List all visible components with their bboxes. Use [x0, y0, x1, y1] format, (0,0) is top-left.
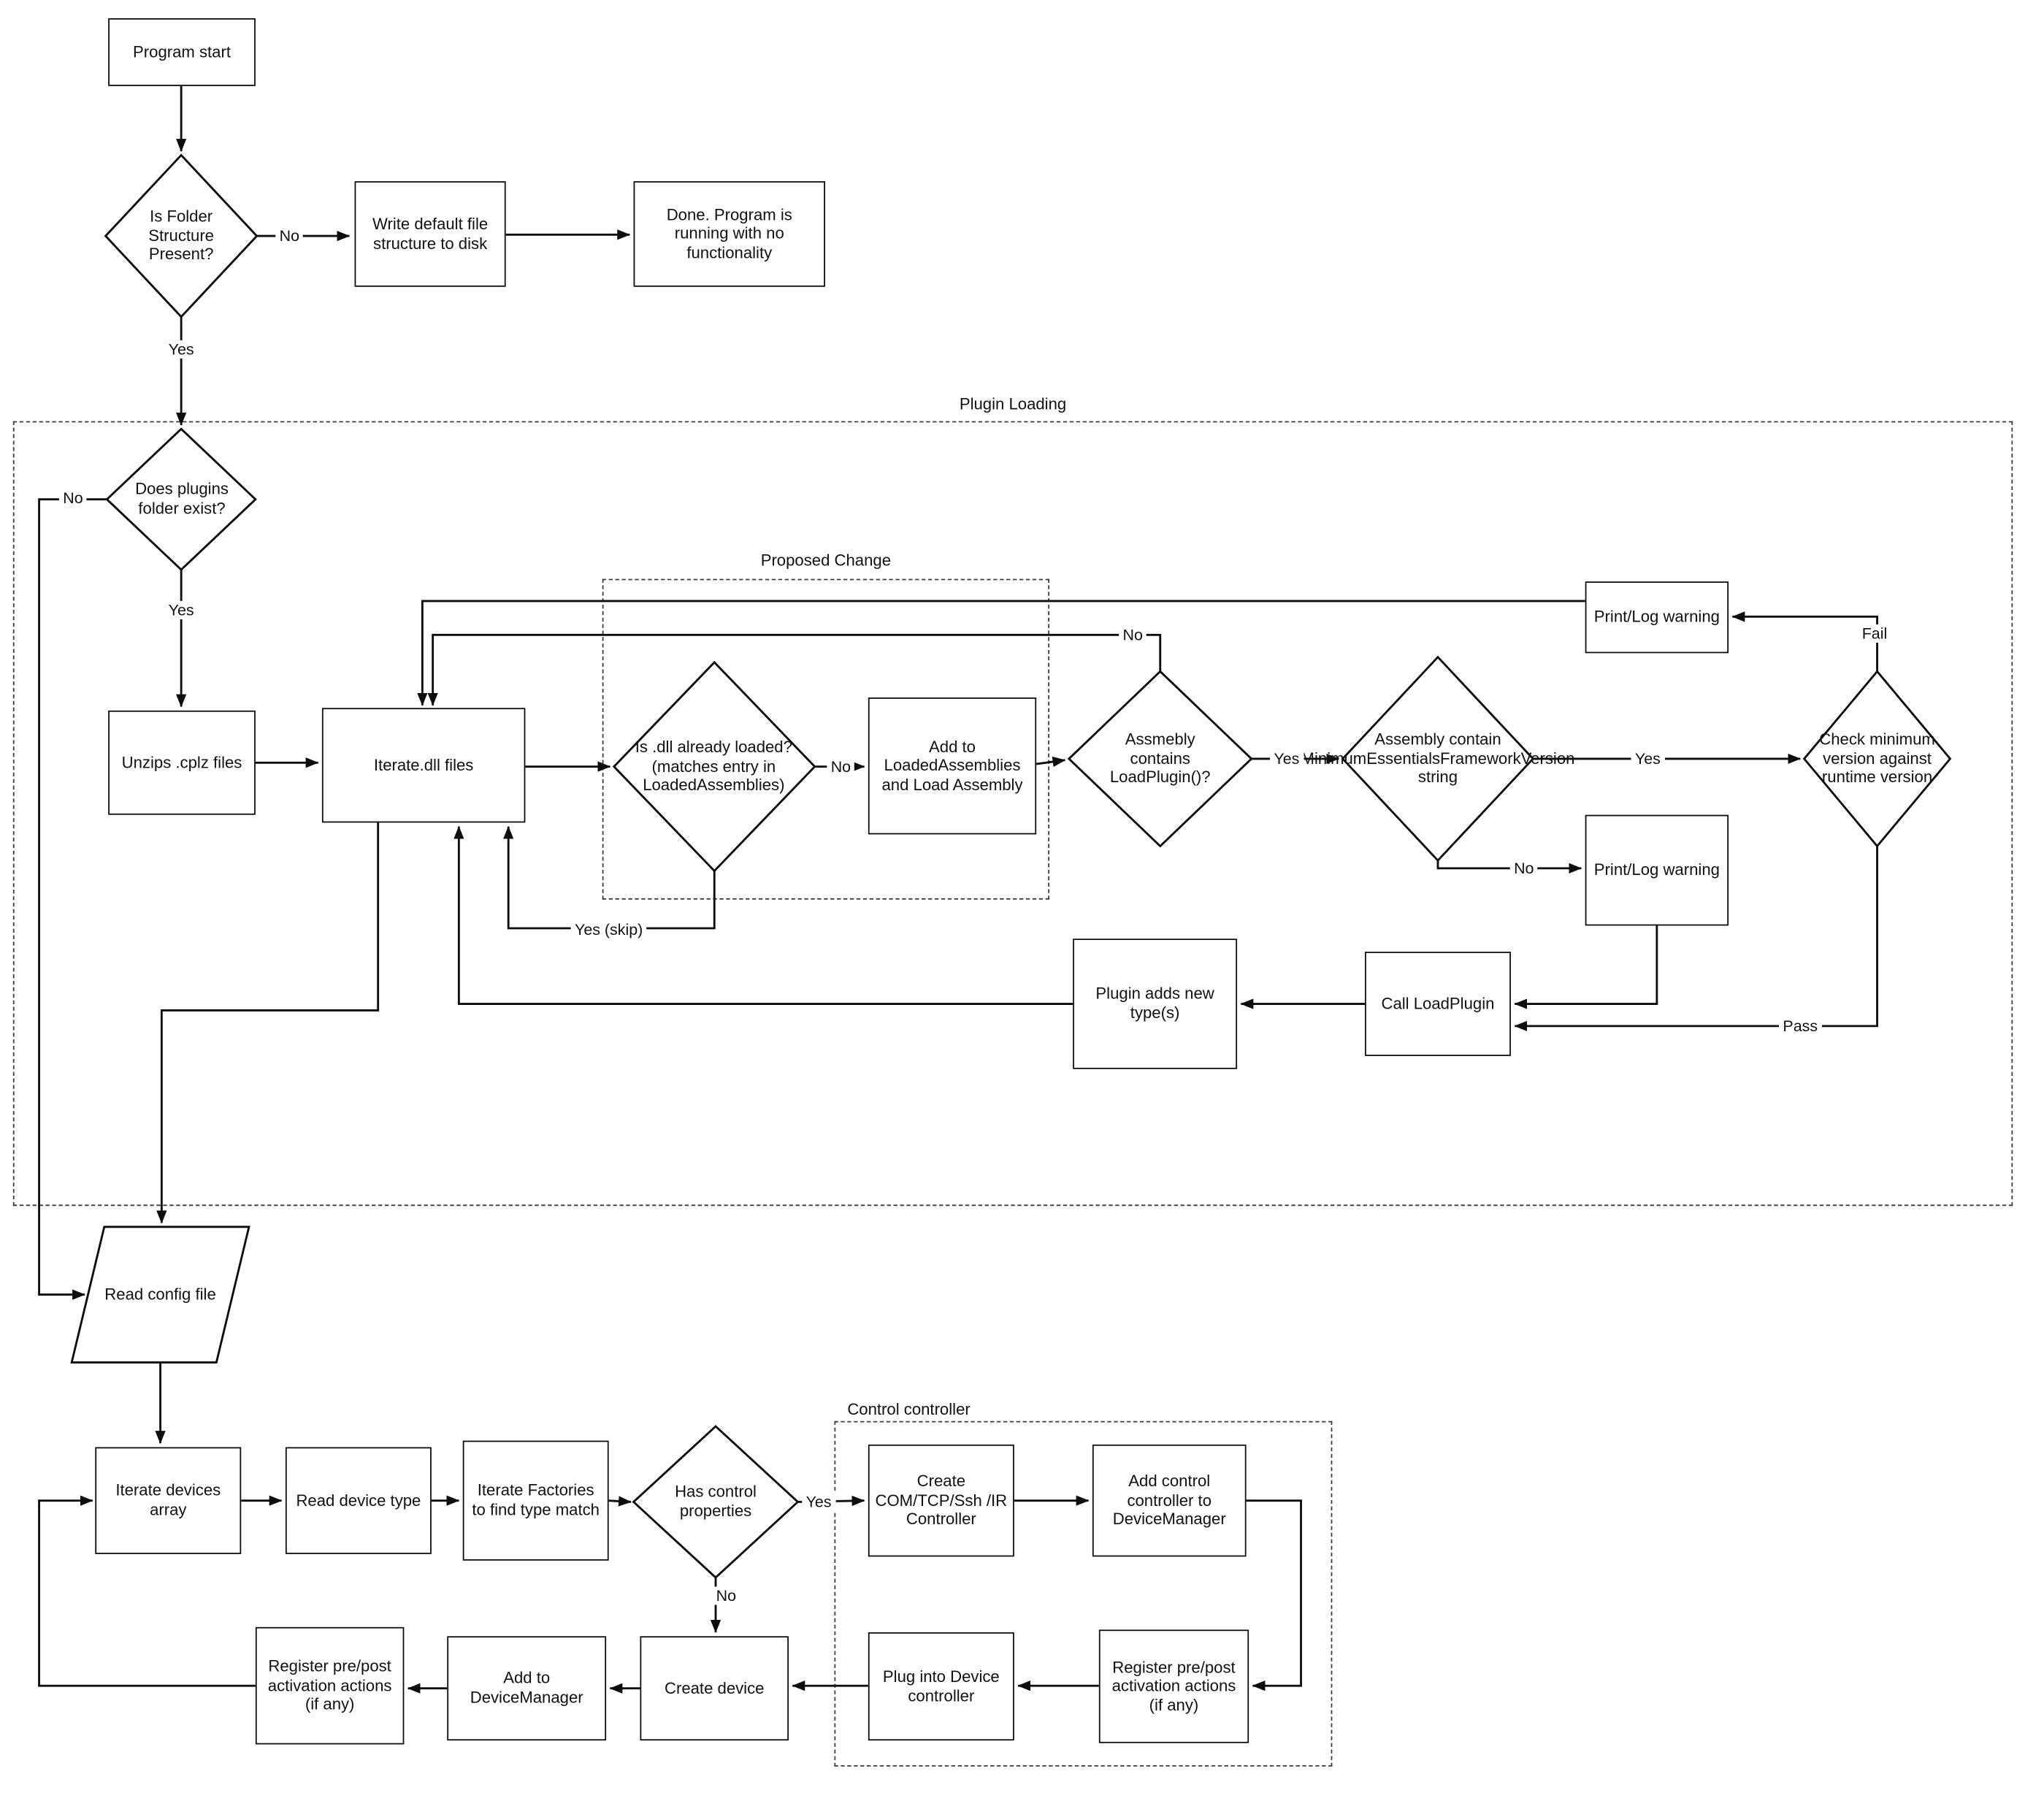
decision-shape-is-folder-structure: [104, 153, 259, 318]
decision-label-is-folder-structure: Is Folder Structure Present?: [148, 207, 215, 264]
decision-label-check-minimum: Check minimum version against runtime ve…: [1819, 730, 1935, 787]
edge-loadplugincheck-no-return: [427, 633, 1162, 706]
edge-label-dll-no: No: [827, 757, 855, 776]
node-iterate-devices-array: Iterate devices array: [95, 1447, 242, 1554]
edge-dllcheck-yes-skip: [503, 825, 716, 930]
node-program-start: Program start: [108, 18, 256, 86]
edge-check-pass: [1514, 846, 1878, 1032]
edge-check-fail: [1731, 611, 1878, 672]
node-add-control-controller: Add control controller to DeviceManager: [1092, 1444, 1247, 1557]
decision-label-assembly-minversion: Assembly contain MinimumEssentialsFramew…: [1301, 730, 1575, 787]
edge-label-folder-no: No: [275, 226, 304, 245]
edge-label-minversion-yes: Yes: [1631, 749, 1665, 768]
group-title-proposed-change: Proposed Change: [760, 551, 892, 570]
node-plug-into-device-controller: Plug into Device controller: [868, 1632, 1014, 1741]
group-title-control-controller: Control controller: [847, 1400, 971, 1419]
node-read-device-type: Read device type: [285, 1447, 432, 1554]
edge-label-check-pass: Pass: [1779, 1017, 1822, 1036]
edge-label-folder-yes: Yes: [164, 340, 198, 359]
node-call-loadplugin: Call LoadPlugin: [1364, 952, 1511, 1056]
node-create-com-tcp-ssh-ir: Create COM/TCP/Ssh /IR Controller: [868, 1444, 1014, 1557]
edge-label-loadplugin-yes: Yes: [1270, 749, 1304, 768]
edge-label-check-fail: Fail: [1858, 624, 1891, 643]
io-label-read-config-file: Read config file: [104, 1285, 216, 1304]
decision-shapes: [70, 153, 1952, 1579]
edge-label-plugins-no: No: [58, 489, 88, 508]
edge-label-dll-yes-skip: Yes (skip): [570, 920, 647, 939]
edge-failwarning-return: [417, 600, 1585, 706]
edge-factories-to-controlcheck: [608, 1496, 632, 1507]
decision-shape-check-minimum: [1802, 670, 1952, 848]
decision-label-is-dll-loaded: Is .dll already loaded? (matches entry i…: [635, 738, 792, 795]
node-register-pre-post-right: Register pre/post activation actions (if…: [1098, 1629, 1249, 1743]
node-unzips-cplz-files: Unzips .cplz files: [108, 710, 256, 815]
edge-register-loop-to-devices: [38, 1495, 256, 1687]
node-write-default-file-structure: Write default file structure to disk: [354, 181, 506, 287]
edge-warning-to-callloadplugin: [1514, 925, 1658, 1009]
node-create-device: Create device: [640, 1636, 789, 1741]
edge-label-loadplugin-no: No: [1119, 625, 1147, 644]
node-done-no-functionality: Done. Program is running with no functio…: [633, 181, 825, 287]
node-plugin-adds-new-types: Plugin adds new type(s): [1073, 938, 1238, 1069]
edge-addassembly-to-loadplugincheck: [1036, 756, 1066, 768]
connectors: [38, 85, 1878, 1694]
decision-label-assembly-loadplugin: Assmebly contains LoadPlugin()?: [1109, 730, 1211, 787]
group-plugin-loading: [12, 421, 2013, 1207]
node-add-to-devicemanager: Add to DeviceManager: [447, 1636, 607, 1741]
decision-shape-assembly-minversion: [1341, 655, 1535, 863]
decision-shape-assembly-loadplugin: [1067, 670, 1253, 848]
edge-addcontrol-to-register: [1246, 1499, 1302, 1691]
node-iterate-dll-files: Iterate.dll files: [321, 708, 526, 823]
edge-label-control-yes: Yes: [802, 1492, 835, 1511]
decision-shape-does-plugins-folder: [105, 427, 257, 572]
group-title-plugin-loading: Plugin Loading: [959, 394, 1067, 413]
edge-types-return-to-iterate: [453, 825, 1073, 1005]
decision-label-does-plugins-folder: Does plugins folder exist?: [135, 480, 229, 518]
edge-plugins-no: [38, 498, 109, 1300]
edge-label-plugins-yes: Yes: [164, 600, 198, 619]
node-register-pre-post-left: Register pre/post activation actions (if…: [255, 1626, 405, 1745]
group-control-controller: [834, 1421, 1333, 1767]
io-shape-read-config-file: [70, 1226, 250, 1364]
node-print-log-warning-no: Print/Log warning: [1585, 814, 1729, 926]
node-iterate-factories: Iterate Factories to find type match: [462, 1440, 609, 1561]
group-proposed-change: [602, 578, 1050, 900]
node-print-log-warning-fail: Print/Log warning: [1585, 581, 1729, 654]
decision-shape-has-control-properties: [632, 1424, 800, 1579]
edge-label-minversion-no: No: [1509, 859, 1538, 878]
edge-label-control-no: No: [712, 1586, 740, 1605]
decision-shape-is-dll-loaded: [612, 660, 816, 873]
edge-iterate-to-readconfig: [156, 822, 380, 1224]
node-add-to-loaded-assemblies: Add to LoadedAssemblies and Load Assembl…: [868, 697, 1037, 835]
decision-label-has-control-properties: Has control properties: [675, 1483, 757, 1521]
